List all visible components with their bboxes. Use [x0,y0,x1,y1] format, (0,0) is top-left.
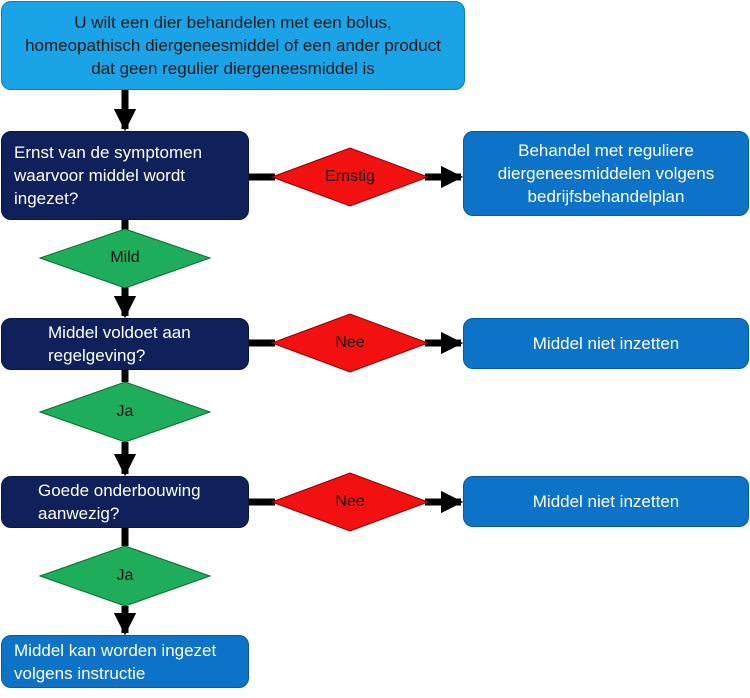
label-nee-1: Nee [335,334,365,351]
diamond-ja-1 [38,381,212,443]
diamond-ernstig [270,147,430,207]
outcome-regular-treatment-box: Behandel met reguliere diergeneesmiddele… [463,131,749,216]
end-text: Middel kan worden ingezet volgens instru… [14,640,217,683]
question-evidence-text: Goede onderbouwing aanwezig? [38,481,201,523]
outcome-not-use-box-2: Middel niet inzetten [463,476,749,527]
diamond-ja-2 [38,545,212,607]
label-ernstig: Ernstig [325,168,375,185]
start-box: U wilt een dier behandelen met een bolus… [1,1,465,90]
end-box: Middel kan worden ingezet volgens instru… [1,635,249,688]
diamond-mild [38,228,212,289]
diamond-nee-2 [270,472,430,532]
label-ja-1: Ja [116,403,134,420]
start-text: U wilt een dier behandelen met een bolus… [25,13,441,78]
label-ja-2: Ja [116,567,134,584]
outcome-not-use-box-1: Middel niet inzetten [463,318,749,369]
outcome-not-use-text-2: Middel niet inzetten [532,492,680,511]
diamond-nee-1 [270,313,430,373]
question-severity-text: Ernst van de symptomen waarvoor middel w… [14,143,203,208]
outcome-regular-treatment-text: Behandel met reguliere diergeneesmiddele… [497,141,715,206]
question-severity-box: Ernst van de symptomen waarvoor middel w… [1,131,249,220]
label-mild: Mild [110,249,140,266]
outcome-not-use-text-1: Middel niet inzetten [532,334,680,353]
question-regulation-box: Middel voldoet aan regelgeving? [1,318,249,370]
question-evidence-box: Goede onderbouwing aanwezig? [1,476,249,528]
label-nee-2: Nee [335,493,365,510]
question-regulation-text: Middel voldoet aan regelgeving? [48,323,191,365]
